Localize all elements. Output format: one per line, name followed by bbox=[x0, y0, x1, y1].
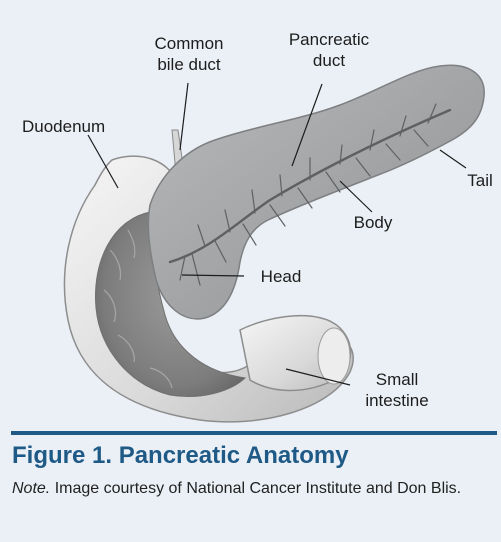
caption-divider bbox=[11, 431, 497, 435]
pancreas-illustration bbox=[0, 0, 501, 430]
label-duodenum: Duodenum bbox=[22, 116, 124, 137]
label-body: Body bbox=[348, 212, 398, 233]
label-head: Head bbox=[254, 266, 308, 287]
note-text: Image courtesy of National Cancer Instit… bbox=[50, 480, 461, 497]
label-small-intestine: Small intestine bbox=[354, 369, 440, 411]
label-pancreatic-duct: Pancreatic duct bbox=[282, 29, 376, 71]
figure-title: Figure 1. Pancreatic Anatomy bbox=[12, 441, 349, 471]
label-tail: Tail bbox=[462, 170, 498, 191]
leader-common-bile-duct bbox=[180, 83, 188, 150]
label-common-bile-duct: Common bile duct bbox=[144, 33, 234, 75]
small-intestine-opening bbox=[318, 328, 350, 384]
figure-note: Note. Image courtesy of National Cancer … bbox=[12, 477, 494, 501]
leader-body bbox=[340, 181, 372, 212]
leader-tail bbox=[440, 150, 466, 168]
note-label: Note. bbox=[12, 480, 50, 497]
